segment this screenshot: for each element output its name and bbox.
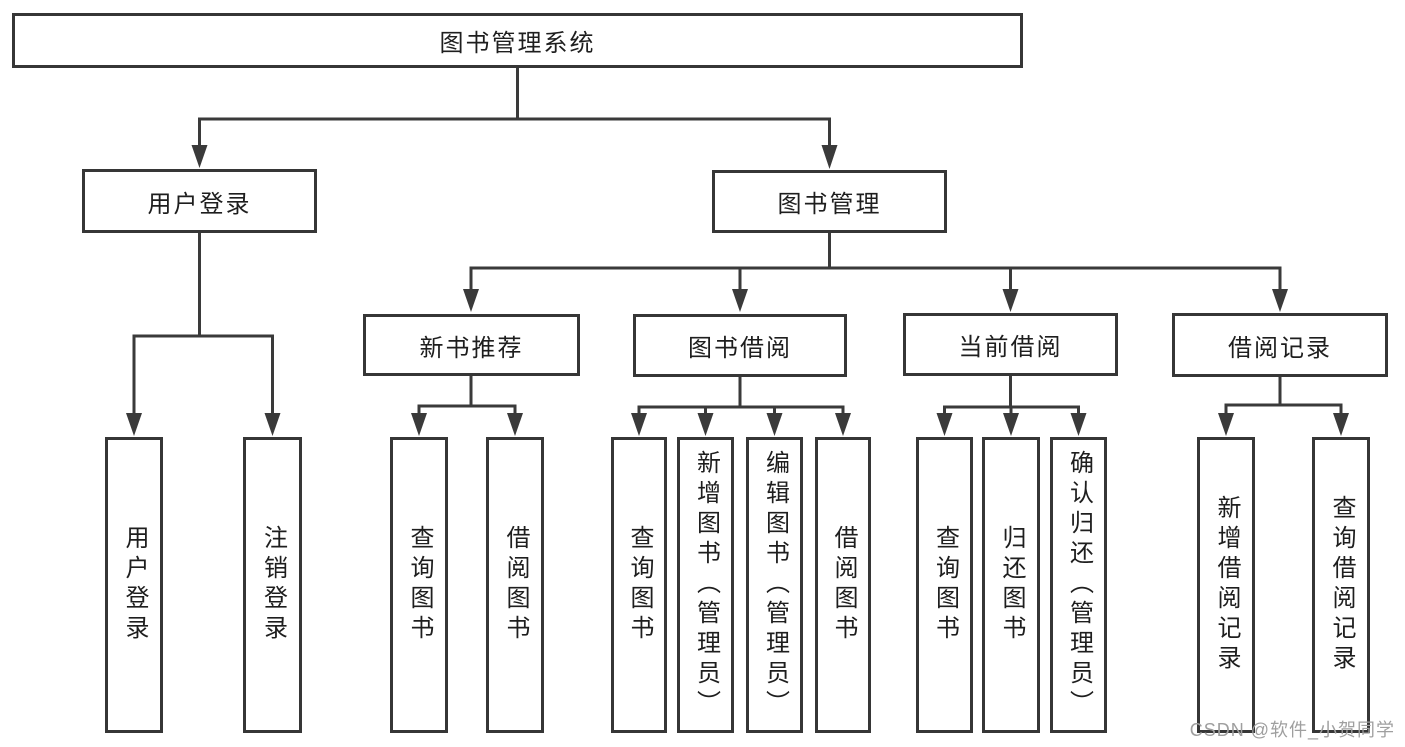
leaf-current-query-books: 查询图书	[916, 437, 973, 733]
leaf-current-return-books-label: 归还图书	[998, 525, 1025, 645]
leaf-borrowing-edit-books-admin-label: 编辑图书（管理员）	[761, 450, 789, 720]
node-new-book-recommend-label: 新书推荐	[419, 334, 524, 362]
leaf-recommend-borrow-books-label: 借阅图书	[502, 525, 529, 645]
leaf-current-confirm-return-admin: 确认归还（管理员）	[1050, 437, 1107, 733]
leaf-records-add-record-label: 新增借阅记录	[1213, 495, 1240, 675]
node-book-borrowing-label: 图书借阅	[688, 335, 792, 362]
leaf-records-add-record: 新增借阅记录	[1197, 437, 1255, 733]
node-new-book-recommend: 新书推荐	[363, 314, 580, 376]
leaf-records-query-record-label: 查询借阅记录	[1328, 495, 1355, 675]
node-book-management: 图书管理	[712, 170, 947, 233]
leaf-borrowing-borrow-books: 借阅图书	[815, 437, 871, 733]
node-book-management-label: 图书管理	[777, 191, 882, 218]
node-borrow-records-label: 借阅记录	[1228, 334, 1332, 362]
leaf-borrowing-add-books-admin: 新增图书（管理员）	[677, 437, 734, 733]
leaf-recommend-query-books-label: 查询图书	[406, 525, 433, 645]
leaf-logout-login: 注销登录	[243, 437, 302, 733]
node-borrow-records: 借阅记录	[1172, 313, 1388, 377]
leaf-recommend-borrow-books: 借阅图书	[486, 437, 544, 733]
leaf-borrowing-query-books: 查询图书	[611, 437, 667, 733]
node-user-login-label: 用户登录	[147, 190, 252, 218]
watermark: CSDN @软件_小贺同学	[1189, 720, 1395, 740]
leaf-borrowing-edit-books-admin: 编辑图书（管理员）	[746, 437, 803, 733]
leaf-user-login: 用户登录	[105, 437, 163, 733]
leaf-borrowing-borrow-books-label: 借阅图书	[830, 525, 857, 645]
node-book-borrowing: 图书借阅	[633, 314, 847, 377]
leaf-current-query-books-label: 查询图书	[931, 525, 959, 645]
node-current-borrowing-label: 当前借阅	[958, 334, 1063, 361]
leaf-user-login-label: 用户登录	[121, 525, 148, 645]
leaf-recommend-query-books: 查询图书	[390, 437, 448, 733]
leaf-current-confirm-return-admin-label: 确认归还（管理员）	[1065, 450, 1093, 720]
leaf-records-query-record: 查询借阅记录	[1312, 437, 1370, 733]
node-root-label: 图书管理系统	[439, 30, 596, 57]
leaf-logout-login-label: 注销登录	[259, 525, 287, 645]
node-user-login: 用户登录	[82, 169, 317, 233]
leaf-borrowing-add-books-admin-label: 新增图书（管理员）	[692, 450, 720, 720]
node-root: 图书管理系统	[12, 13, 1023, 68]
leaf-current-return-books: 归还图书	[982, 437, 1040, 733]
node-current-borrowing: 当前借阅	[903, 313, 1118, 376]
leaf-borrowing-query-books-label: 查询图书	[626, 525, 653, 645]
